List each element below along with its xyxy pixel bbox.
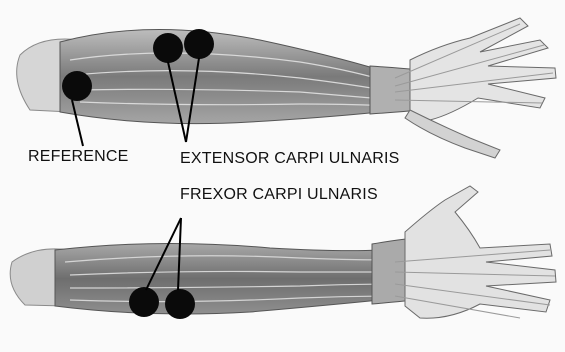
electrode-reference xyxy=(62,71,92,101)
electrode-flexor-2 xyxy=(165,289,195,319)
forearm-muscle-body xyxy=(60,29,380,123)
electrode-flexor-1 xyxy=(129,287,159,317)
label-extensor-carpi-ulnaris: EXTENSOR CARPI ULNARIS xyxy=(180,150,400,168)
thumb xyxy=(405,110,500,158)
forearm-volar-view xyxy=(10,186,556,318)
hand-dorsum xyxy=(410,18,556,120)
palm xyxy=(405,186,556,318)
electrode-extensor-2 xyxy=(184,29,214,59)
label-flexor-carpi-ulnaris: FREXOR CARPI ULNARIS xyxy=(180,186,378,204)
forearm-muscle-body-volar xyxy=(55,243,380,314)
electrode-extensor-1 xyxy=(153,33,183,63)
label-reference: REFERENCE xyxy=(28,148,128,166)
forearm-dorsal-view xyxy=(17,18,556,158)
